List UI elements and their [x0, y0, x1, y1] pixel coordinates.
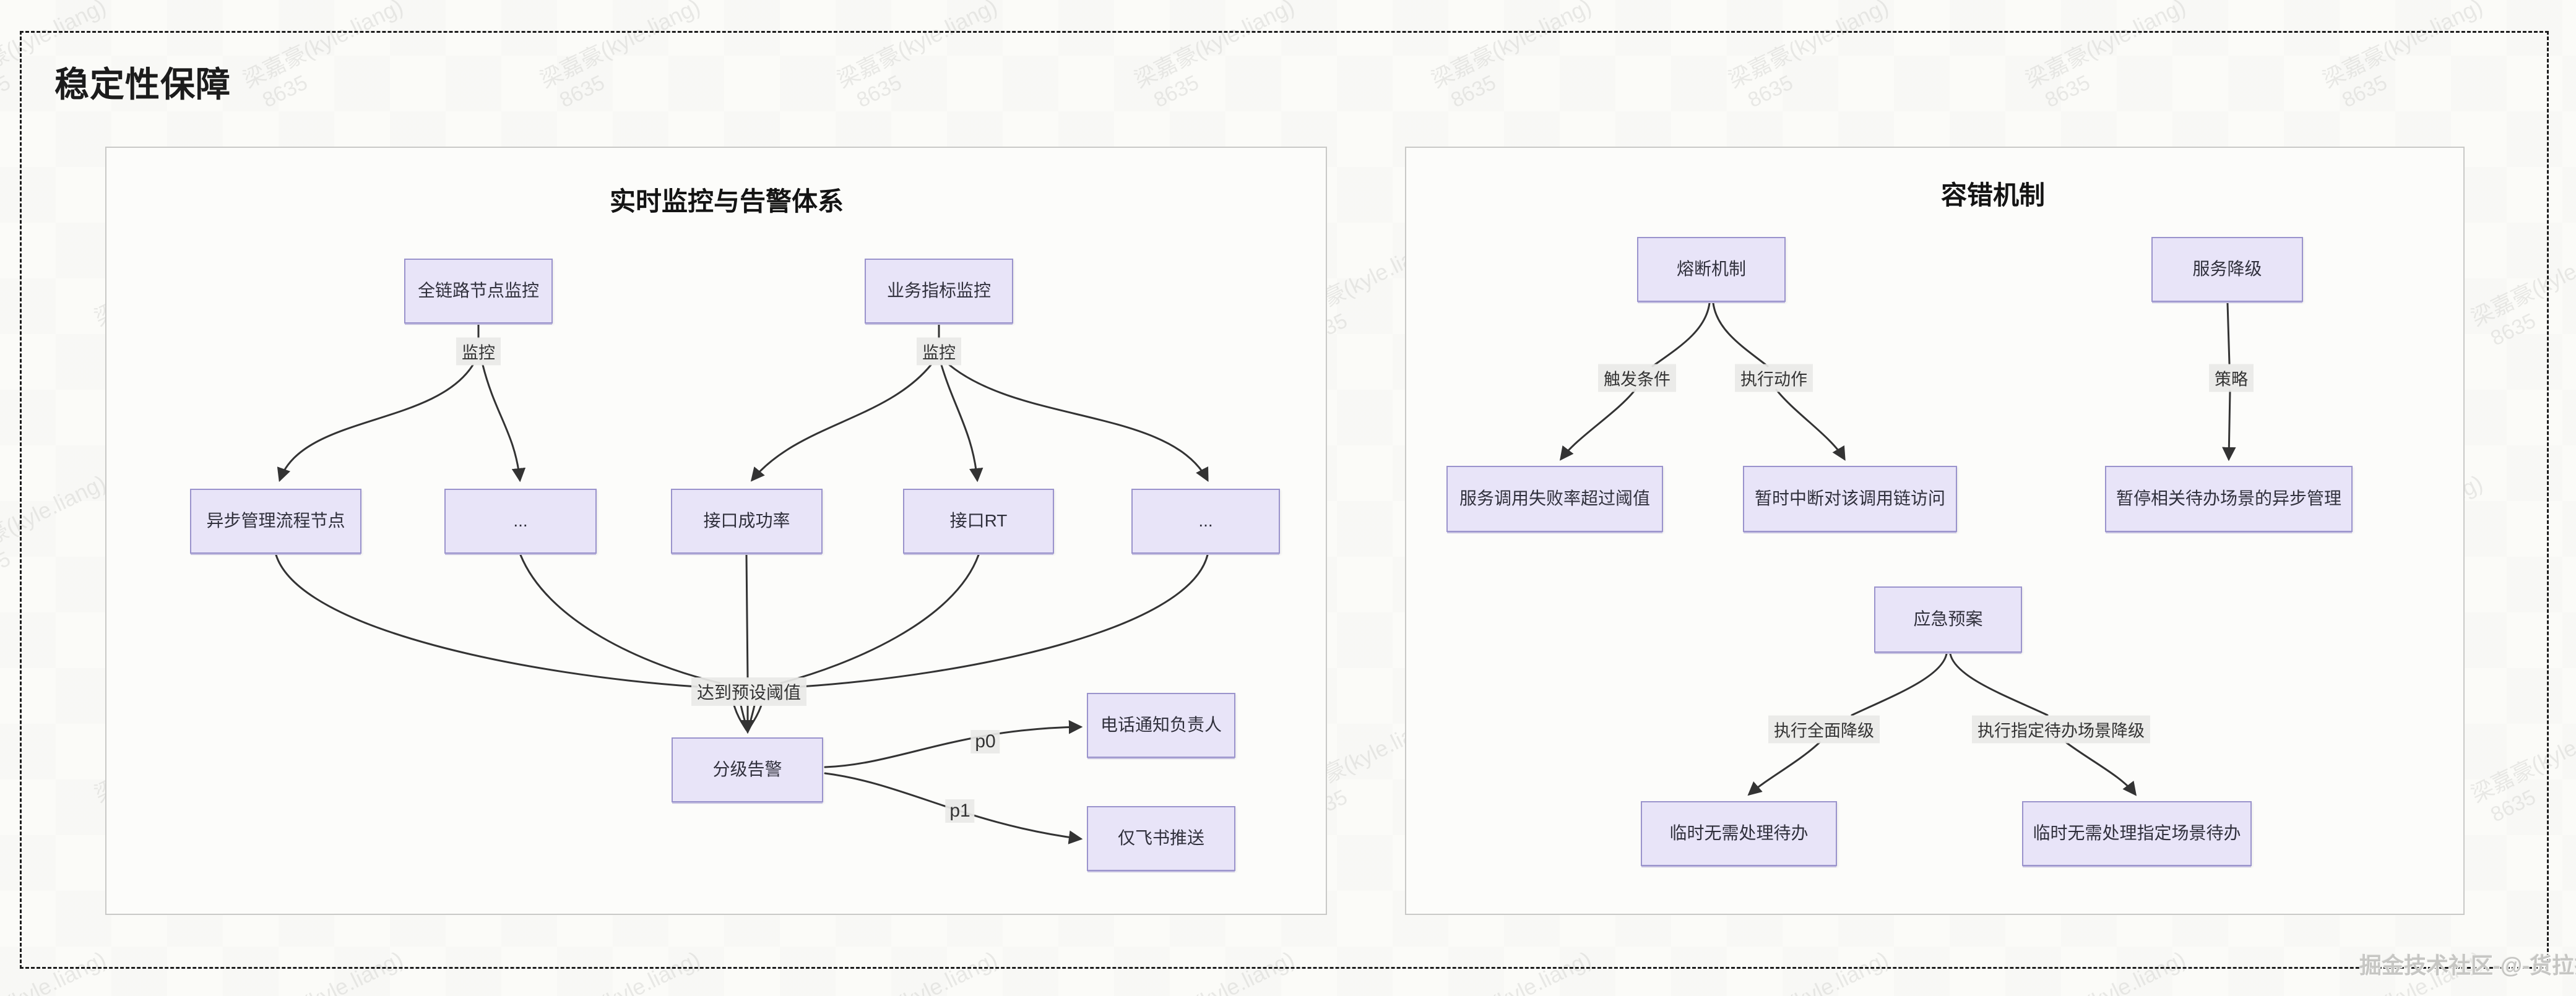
node-service-degrade: 服务降级	[2151, 237, 2303, 302]
node-label: 暂时中断对该调用链访问	[1754, 489, 1945, 509]
edge-label-strategy: 策略	[2209, 364, 2254, 392]
edge-label-exec-action: 执行动作	[1735, 364, 1813, 392]
watermark-text: 梁嘉豪(kyle.liang)8635	[2021, 946, 2190, 996]
node-emergency-plan: 应急预案	[1874, 586, 2022, 653]
watermark-text: 梁嘉豪(kyle.liang)8635	[535, 0, 704, 113]
watermark-text: 梁嘉豪(kyle.liang)8635	[1724, 0, 1893, 113]
node-label: 应急预案	[1913, 609, 1983, 629]
node-feishu-push-only: 仅飞书推送	[1087, 806, 1235, 871]
node-temp-skip-scene-todo: 临时无需处理指定场景待办	[2022, 801, 2252, 866]
watermark-text: 梁嘉豪(kyle.liang)8635	[832, 946, 1001, 996]
edge-label-monitor-1: 监控	[456, 337, 501, 366]
node-label: 仅飞书推送	[1117, 828, 1204, 848]
edge-label-p0: p0	[970, 730, 1000, 753]
footer-credit: 掘金技术社区-@-货拉拉技术	[2359, 953, 2576, 978]
watermark-text: 梁嘉豪(kyle.liang)8635	[1130, 0, 1299, 113]
node-async-process-node: 异步管理流程节点	[190, 489, 361, 554]
node-api-success-rate: 接口成功率	[671, 489, 823, 554]
node-label: 暂停相关待办场景的异步管理	[2116, 489, 2341, 509]
node-interrupt-call-chain: 暂时中断对该调用链访问	[1743, 466, 1957, 532]
fault-panel-title: 容错机制	[1940, 181, 2046, 210]
node-api-rt: 接口RT	[903, 489, 1054, 554]
node-label: 临时无需处理待办	[1669, 823, 1809, 843]
watermark-text: 梁嘉豪(kyle.liang)8635	[238, 0, 407, 113]
watermark-text: 梁嘉豪(kyle.liang)8635	[0, 946, 110, 996]
node-phone-notify-owner: 电话通知负责人	[1087, 693, 1235, 758]
edge-label-scene-degrade: 执行指定待办场景降级	[1972, 715, 2150, 744]
node-label: ...	[1198, 511, 1213, 531]
node-label: 临时无需处理指定场景待办	[2033, 823, 2241, 843]
watermark-text: 梁嘉豪(kyle.liang)8635	[832, 0, 1001, 113]
node-label: 服务调用失败率超过阈值	[1459, 489, 1650, 509]
node-temp-skip-todo: 临时无需处理待办	[1641, 801, 1837, 866]
node-label: 熔断机制	[1676, 259, 1746, 279]
node-pause-async-management: 暂停相关待办场景的异步管理	[2105, 466, 2353, 532]
node-label: 服务降级	[2192, 259, 2262, 279]
node-biz-metric-monitoring: 业务指标监控	[865, 259, 1013, 324]
node-graded-alert: 分级告警	[672, 737, 823, 802]
edge-label-p1: p1	[945, 799, 975, 823]
edge-label-full-degrade: 执行全面降级	[1768, 715, 1880, 744]
node-label: 分级告警	[712, 760, 782, 779]
watermark-text: 梁嘉豪(kyle.liang)8635	[0, 470, 110, 589]
node-fail-rate-over-threshold: 服务调用失败率超过阈值	[1446, 466, 1663, 532]
node-circuit-breaker: 熔断机制	[1637, 237, 1786, 302]
node-label: 全链路节点监控	[417, 281, 539, 301]
watermark-text: 梁嘉豪(kyle.liang)8635	[2466, 231, 2576, 351]
node-label: 电话通知负责人	[1100, 715, 1222, 735]
page-title: 稳定性保障	[54, 65, 231, 104]
node-ellipsis-right: ...	[1131, 489, 1280, 554]
watermark-text: 梁嘉豪(kyle.liang)8635	[2466, 708, 2576, 827]
edge-label-threshold-reached: 达到预设阈值	[691, 677, 807, 706]
watermark-text: 梁嘉豪(kyle.liang)8635	[1130, 946, 1299, 996]
edge-label-trigger-condition: 触发条件	[1598, 364, 1676, 392]
node-full-link-monitoring: 全链路节点监控	[404, 259, 553, 324]
node-ellipsis-left: ...	[444, 489, 597, 554]
node-label: 接口RT	[949, 511, 1008, 531]
watermark-text: 梁嘉豪(kyle.liang)8635	[2021, 0, 2190, 113]
watermark-text: 梁嘉豪(kyle.liang)8635	[2318, 0, 2487, 113]
node-label: 接口成功率	[703, 511, 790, 531]
watermark-text: 梁嘉豪(kyle.liang)8635	[1724, 946, 1893, 996]
node-label: 异步管理流程节点	[206, 511, 345, 531]
monitor-panel-title: 实时监控与告警体系	[609, 187, 844, 216]
edge-label-monitor-2: 监控	[917, 337, 961, 366]
watermark-text: 梁嘉豪(kyle.liang)8635	[1427, 946, 1596, 996]
node-label: ...	[513, 511, 528, 531]
watermark-text: 梁嘉豪(kyle.liang)8635	[238, 946, 407, 996]
watermark-text: 梁嘉豪(kyle.liang)8635	[535, 946, 704, 996]
node-label: 业务指标监控	[886, 281, 991, 301]
watermark-text: 梁嘉豪(kyle.liang)8635	[1427, 0, 1596, 113]
